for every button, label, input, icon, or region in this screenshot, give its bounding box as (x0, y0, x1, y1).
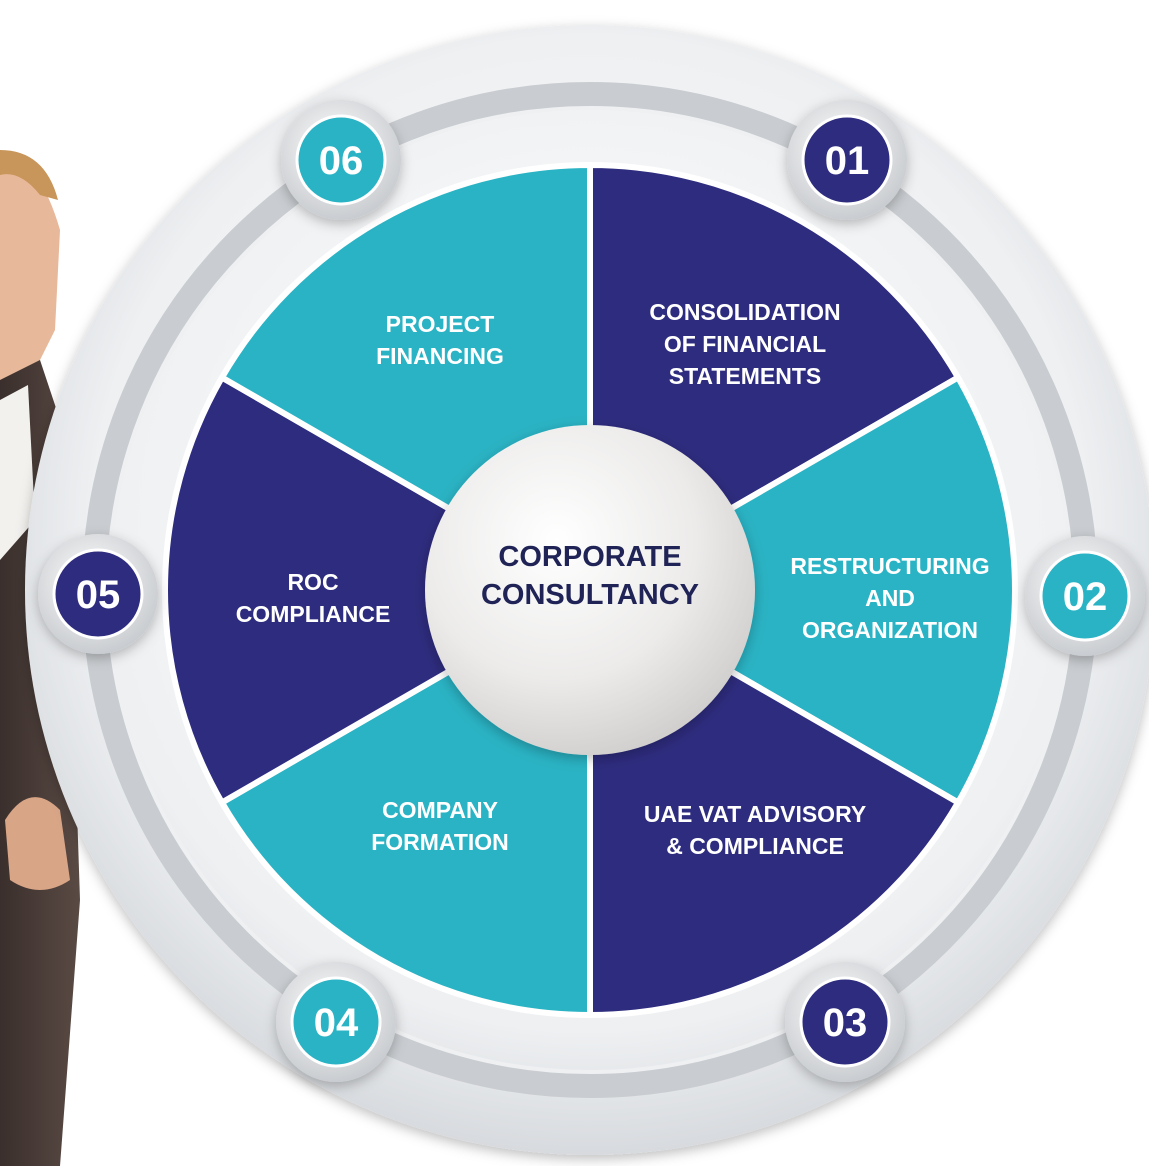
number-badge-02: 02 (1025, 536, 1145, 656)
segments-group (162, 162, 1018, 1018)
person-shirt (0, 385, 35, 560)
badge-disc (52, 548, 144, 640)
segment-label-line: ORGANIZATION (802, 617, 978, 643)
segment-label-02: RESTRUCTURING AND ORGANIZATION (790, 553, 989, 643)
badge-number: 05 (76, 573, 121, 617)
center-title-line2: CONSULTANCY (481, 579, 699, 611)
segment-label-04: COMPANY FORMATION (371, 797, 509, 855)
segment-label-line: STATEMENTS (669, 363, 821, 389)
segment-label-01: CONSOLIDATION OF FINANCIAL STATEMENTS (649, 299, 840, 389)
badge-number: 02 (1063, 575, 1108, 619)
person-hair (0, 150, 58, 200)
person-hand (5, 797, 70, 890)
segment-labels-group: CONSOLIDATION OF FINANCIAL STATEMENTS RESTR… (236, 299, 990, 859)
number-badges-group: 01 02 03 04 05 06 (38, 100, 1145, 1082)
segment-02 (587, 374, 1018, 806)
badge-number: 01 (825, 139, 870, 183)
segment-label-line: AND (865, 585, 915, 611)
badge-disc (290, 976, 382, 1068)
number-badge-01: 01 (787, 100, 907, 220)
segment-label-line: OF FINANCIAL (664, 331, 826, 357)
person-face (0, 150, 60, 380)
segment-05 (162, 374, 593, 806)
segment-label-line: FORMATION (371, 829, 509, 855)
badge-disc (799, 976, 891, 1068)
segment-label-line: ROC (287, 569, 338, 595)
badge-disc (801, 114, 893, 206)
badge-number: 03 (823, 1001, 868, 1045)
segment-label-06: PROJECT FINANCING (376, 311, 504, 369)
center-hub (425, 425, 755, 755)
segment-label-line: FINANCING (376, 343, 504, 369)
badge-disc (1039, 550, 1131, 642)
segment-label-03: UAE VAT ADVISORY & COMPLIANCE (644, 801, 866, 859)
number-badge-06: 06 (281, 100, 401, 220)
number-badge-04: 04 (276, 962, 396, 1082)
segment-label-line: RESTRUCTURING (790, 553, 989, 579)
number-badge-03: 03 (785, 962, 905, 1082)
segment-label-05: ROC COMPLIANCE (236, 569, 391, 627)
center-title-line1: CORPORATE (498, 541, 681, 573)
segment-label-line: COMPLIANCE (236, 601, 391, 627)
segment-label-line: UAE VAT ADVISORY (644, 801, 866, 827)
segment-label-line: PROJECT (386, 311, 495, 337)
number-badge-05: 05 (38, 534, 158, 654)
badge-disc (295, 114, 387, 206)
segment-label-line: COMPANY (382, 797, 498, 823)
segment-label-line: CONSOLIDATION (649, 299, 840, 325)
segment-label-line: & COMPLIANCE (666, 833, 844, 859)
badge-number: 04 (314, 1001, 359, 1045)
badge-number: 06 (319, 139, 364, 183)
